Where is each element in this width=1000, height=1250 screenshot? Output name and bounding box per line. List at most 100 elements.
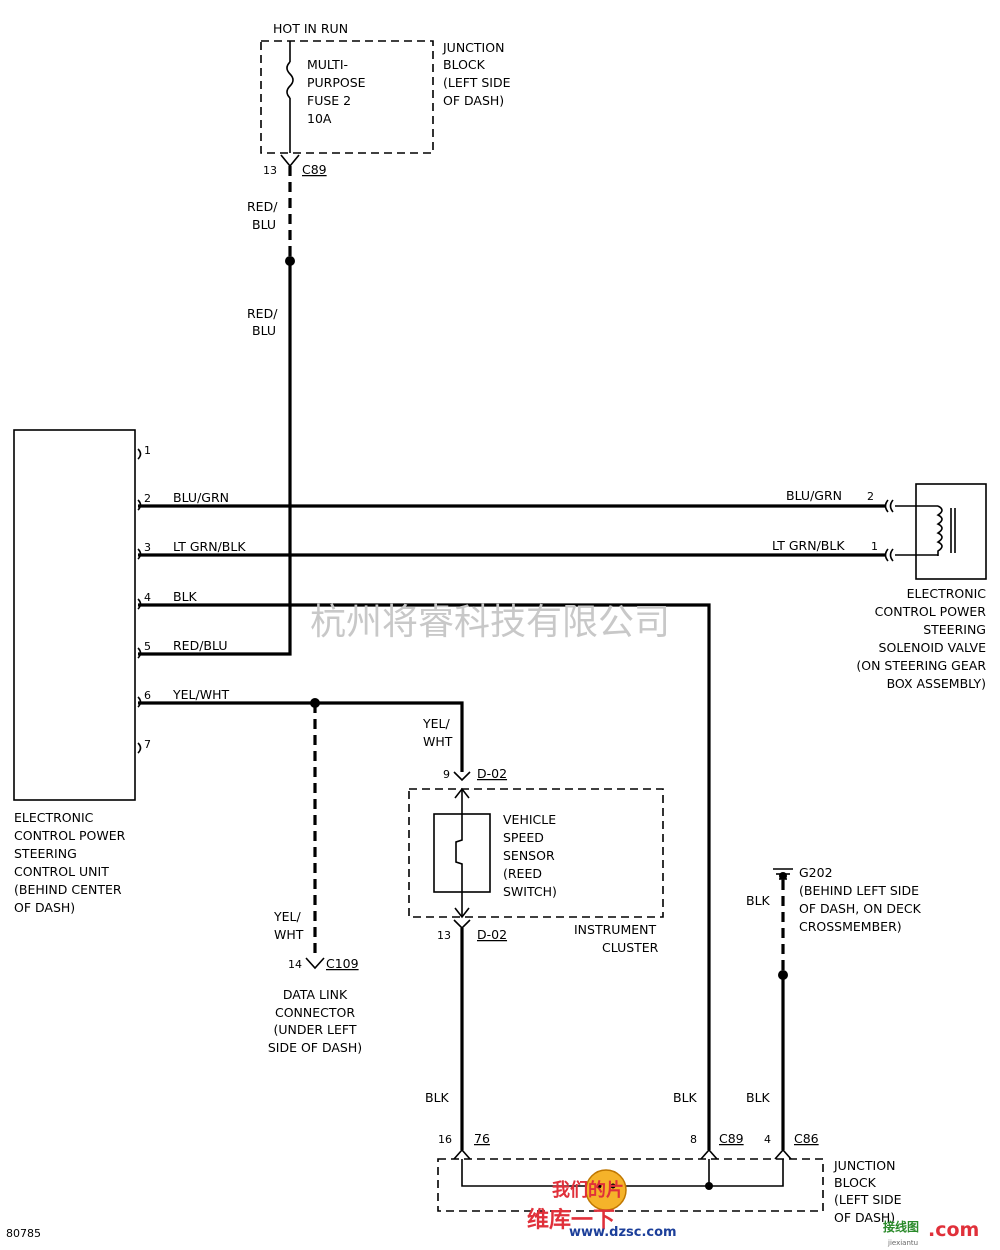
- junction-block-bottom-line-2: BLOCK: [834, 1175, 877, 1190]
- junction-block-top-line-2: BLOCK: [443, 57, 486, 72]
- g202-desc-2: OF DASH, ON DECK: [799, 901, 922, 916]
- control-unit-pins: 1 2 3 4 5 6 7: [137, 444, 151, 754]
- solenoid-label-2: CONTROL POWER: [875, 604, 987, 619]
- fuse-junction-block: HOT IN RUN MULTI- PURPOSE FUSE 2 10A JUN…: [260, 21, 511, 154]
- logo-eye-right: [610, 1183, 616, 1189]
- blk-g202-label: BLK: [746, 893, 771, 908]
- bottom-conn-2-name: C89: [719, 1131, 744, 1146]
- blk-label-1: BLK: [425, 1090, 450, 1105]
- vss-label-1: VEHICLE: [503, 812, 556, 827]
- red-blu-solid-segment: [138, 261, 292, 656]
- fuse-label-line-1: MULTI-: [307, 57, 348, 72]
- yel-wht-label-b-1: YEL/: [273, 909, 301, 924]
- solenoid-coil-icon: [936, 505, 943, 556]
- solenoid-label-1: ELECTRONIC: [907, 586, 987, 601]
- blk-ecu-label: BLK: [173, 589, 198, 604]
- lt-grn-blk-label-left: LT GRN/BLK: [173, 539, 246, 554]
- vss-label-2: SPEED: [503, 830, 544, 845]
- c109-name: C109: [326, 956, 359, 971]
- solenoid-pin-2-num: 2: [867, 490, 874, 503]
- control-unit-label-1: ELECTRONIC: [14, 810, 94, 825]
- c89-top-name: C89: [302, 162, 327, 177]
- blk-label-3: BLK: [746, 1090, 771, 1105]
- d02-top-name: D-02: [477, 766, 507, 781]
- c89-top-pin: 13: [263, 164, 277, 177]
- c109-icon: [305, 957, 325, 970]
- control-unit-label-4: CONTROL UNIT: [14, 864, 109, 879]
- ground-g202: G202 (BEHIND LEFT SIDE OF DASH, ON DECK …: [746, 865, 922, 1150]
- d02-bottom-name: D-02: [477, 927, 507, 942]
- red-blu-feed-wire: RED/ BLU RED/ BLU: [138, 166, 295, 656]
- dzsc-logo: 我们的片 维库一下 www.dzsc.com: [527, 1169, 677, 1240]
- bottom-conn-1-icon: [453, 1148, 471, 1160]
- pin-1-icon: [137, 448, 142, 460]
- junction-block-top-outline: [260, 40, 434, 154]
- control-unit-label-3: STEERING: [14, 846, 77, 861]
- jiexiantu-small-text: jiexiantu: [887, 1239, 918, 1247]
- solenoid-label-6: BOX ASSEMBLY): [887, 676, 986, 691]
- wire-blk-ecu: BLK: [138, 589, 711, 1150]
- reed-switch-icon: [455, 814, 463, 892]
- hot-in-run-label: HOT IN RUN: [273, 21, 348, 36]
- solenoid-pin-1-icon: [884, 548, 894, 562]
- control-unit-box: [13, 429, 136, 801]
- pin-7-num: 7: [144, 738, 151, 751]
- bottom-conn-2-icon: [700, 1148, 718, 1160]
- pin-5-icon: [137, 647, 142, 659]
- red-blu-ecu-label: RED/BLU: [173, 638, 228, 653]
- wire-yel-wht: YEL/WHT YEL/ WHT YEL/ WHT: [138, 687, 464, 958]
- yel-wht-label-a-2: WHT: [423, 734, 453, 749]
- junction-block-top-line-1: JUNCTION: [442, 40, 504, 55]
- bottom-conn-1-pin: 16: [438, 1133, 452, 1146]
- bottom-conn-3-name: C86: [794, 1131, 819, 1146]
- control-unit-label-2: CONTROL POWER: [14, 828, 126, 843]
- pin-4-num: 4: [144, 591, 151, 604]
- junction-block-top-line-4: OF DASH): [443, 93, 504, 108]
- solenoid-label-5: (ON STEERING GEAR: [856, 658, 986, 673]
- g202-name: G202: [799, 865, 833, 880]
- vss-label-5: SWITCH): [503, 884, 557, 899]
- yel-wht-ecu-label: YEL/WHT: [172, 687, 229, 702]
- fuse-element-icon: [286, 61, 294, 99]
- d02-top-pin: 9: [443, 768, 450, 781]
- control-unit-label-6: OF DASH): [14, 900, 75, 915]
- pin-2-num: 2: [144, 492, 151, 505]
- instrument-cluster: 9 D-02 VEHICLE SPEED SENSOR (REED SWITCH…: [408, 766, 664, 1150]
- bottom-conn-3-icon: [774, 1148, 792, 1160]
- junction-bus-dot: [705, 1182, 713, 1190]
- logo-mascot-icon: [585, 1169, 627, 1211]
- data-link-connector: 14 C109 DATA LINK CONNECTOR (UNDER LEFT …: [268, 956, 362, 1055]
- connector-c89-top-icon: [280, 154, 300, 168]
- junction-block-bottom-line-4: OF DASH): [834, 1210, 895, 1225]
- red-blu-label-a-2: BLU: [252, 217, 276, 232]
- bottom-conn-2-pin: 8: [690, 1133, 697, 1146]
- g202-desc-1: (BEHIND LEFT SIDE: [799, 883, 919, 898]
- dlc-label-1: DATA LINK: [283, 987, 348, 1002]
- yel-wht-label-b-2: WHT: [274, 927, 304, 942]
- junction-block-bottom: 16 76 8 C89 4 C86 JUNCTION BLOCK (LEFT S…: [437, 1131, 902, 1225]
- solenoid-valve: 2 1 ELECTRONIC CONTROL POWER STEERING SO…: [856, 483, 987, 691]
- red-blu-label-b-1: RED/: [247, 306, 278, 321]
- logo-eye-left: [596, 1183, 602, 1189]
- fuse-label-line-4: 10A: [307, 111, 332, 126]
- logo-cn-text: 维库一下: [527, 1207, 615, 1233]
- solenoid-label-3: STEERING: [923, 622, 986, 637]
- instrument-cluster-label-1: INSTRUMENT: [574, 922, 656, 937]
- red-blu-label-a-1: RED/: [247, 199, 278, 214]
- blk-label-2: BLK: [673, 1090, 698, 1105]
- dlc-label-3: (UNDER LEFT: [273, 1022, 356, 1037]
- bottom-conn-3-pin: 4: [764, 1133, 771, 1146]
- d02-top-icon: [453, 771, 471, 782]
- junction-block-bottom-outline: [437, 1158, 824, 1212]
- pin-7-icon: [137, 742, 142, 754]
- d02-bottom-pin: 13: [437, 929, 451, 942]
- jiexiantu-logo: 接线图 .com jiexiantu: [883, 1219, 979, 1247]
- lt-grn-blk-label-right: LT GRN/BLK: [772, 538, 845, 553]
- pin-6-num: 6: [144, 689, 151, 702]
- vss-label-4: (REED: [503, 866, 542, 881]
- figure-id: 80785: [6, 1227, 41, 1240]
- control-unit: 1 2 3 4 5 6 7 ELECTRONIC CONTROL POWER S…: [13, 429, 151, 915]
- control-unit-label-5: (BEHIND CENTER: [14, 882, 122, 897]
- solenoid-box: [915, 483, 987, 580]
- fuse-label-line-3: FUSE 2: [307, 93, 351, 108]
